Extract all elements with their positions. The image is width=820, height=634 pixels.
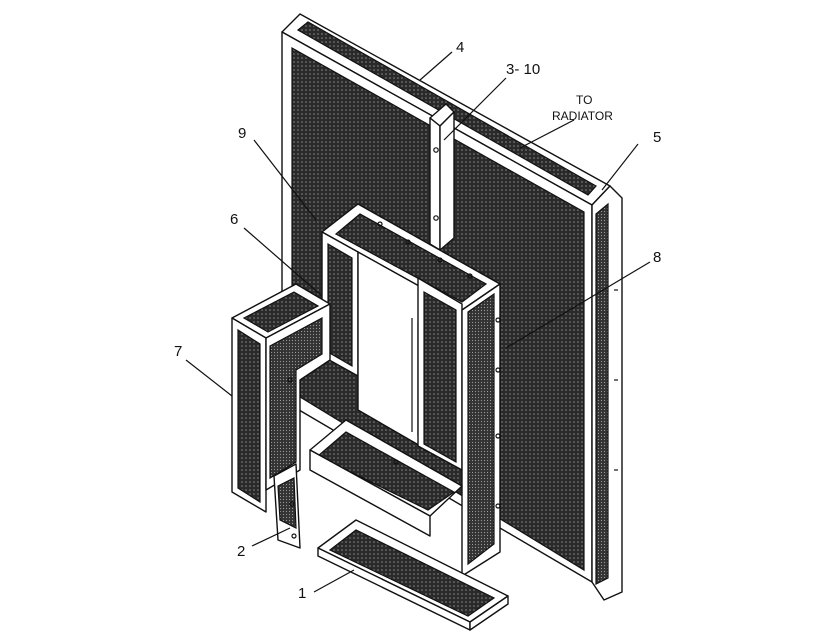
small-bracket: [273, 463, 301, 549]
upper-screen-frame: [321, 203, 501, 577]
leader-4: [419, 51, 453, 81]
callout-9: 9: [238, 125, 246, 142]
note-to: TO: [576, 93, 592, 107]
vertical-bracket: [429, 103, 455, 251]
callout-4: 4: [456, 39, 464, 56]
leader-2: [251, 527, 291, 547]
leader-1: [313, 569, 355, 593]
callout-8: 8: [653, 249, 661, 266]
leader-9: [253, 139, 317, 221]
leader-7: [185, 359, 233, 397]
callout-6: 6: [230, 211, 238, 228]
callout-1: 1: [298, 585, 306, 602]
bottom-base-tray: [317, 519, 509, 631]
leader-8: [505, 261, 651, 349]
leader-lines: [185, 51, 651, 593]
left-side-screen: [231, 283, 331, 513]
lower-screen-section: [309, 419, 463, 537]
leader-6: [243, 227, 323, 297]
callout-5: 5: [653, 129, 661, 146]
callout-7: 7: [174, 343, 182, 360]
leader-to-radiator: [519, 119, 575, 149]
callout-2: 2: [237, 543, 245, 560]
leader-5: [601, 143, 639, 191]
leader-3-10: [443, 77, 507, 141]
note-radiator: RADIATOR: [552, 109, 613, 123]
callout-3-10: 3- 10: [506, 61, 540, 78]
